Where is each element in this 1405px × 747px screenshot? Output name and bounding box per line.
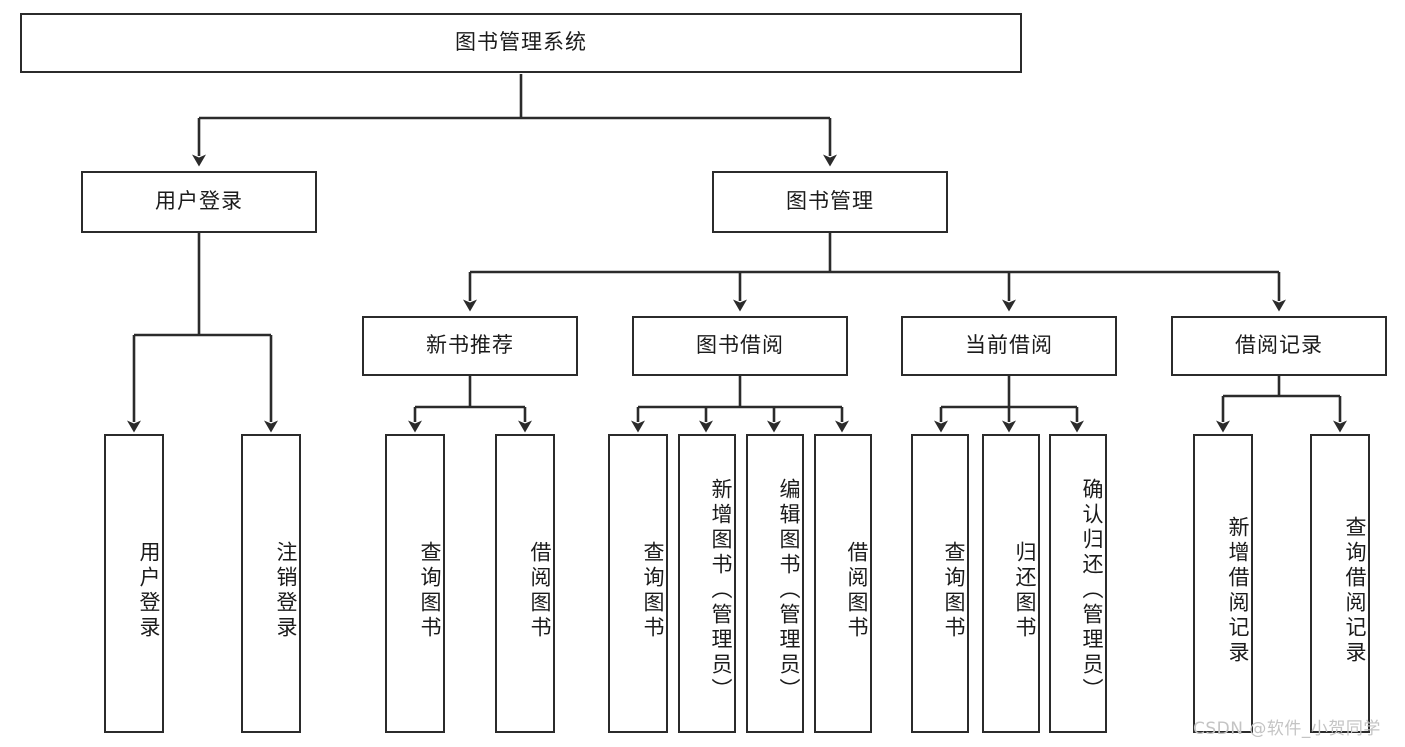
node-leaf-nbr-query-book[interactable]: 查询图书: [385, 434, 445, 733]
node-leaf-bb-borrow-book[interactable]: 借阅图书: [814, 434, 872, 733]
node-leaf-br-add-record-label: 新增借阅记录: [1226, 515, 1250, 666]
csdn-watermark: CSDN @软件_小贺同学: [1193, 719, 1381, 739]
node-leaf-user-logout[interactable]: 注销登录: [241, 434, 301, 733]
node-current-borrow[interactable]: 当前借阅: [901, 316, 1117, 376]
node-leaf-cb-query-book-label: 查询图书: [942, 540, 966, 641]
node-leaf-br-query-record-label: 查询借阅记录: [1343, 515, 1367, 666]
node-leaf-user-login-label: 用户登录: [137, 540, 161, 641]
node-leaf-cb-return-book[interactable]: 归还图书: [982, 434, 1040, 733]
node-leaf-cb-confirm-return-label: 确认归还（管理员）: [1080, 478, 1104, 703]
node-leaf-cb-return-book-label: 归还图书: [1013, 540, 1037, 641]
node-leaf-bb-query-book[interactable]: 查询图书: [608, 434, 668, 733]
node-book-borrow-label: 图书借阅: [696, 333, 784, 358]
node-user-login-label: 用户登录: [155, 189, 243, 214]
node-book-borrow[interactable]: 图书借阅: [632, 316, 848, 376]
node-new-book-rec[interactable]: 新书推荐: [362, 316, 578, 376]
node-leaf-cb-confirm-return[interactable]: 确认归还（管理员）: [1049, 434, 1107, 733]
node-user-login[interactable]: 用户登录: [81, 171, 317, 233]
node-borrow-record[interactable]: 借阅记录: [1171, 316, 1387, 376]
node-root[interactable]: 图书管理系统: [20, 13, 1022, 73]
node-leaf-bb-edit-book[interactable]: 编辑图书（管理员）: [746, 434, 804, 733]
node-leaf-bb-add-book-label: 新增图书（管理员）: [709, 478, 733, 703]
node-leaf-cb-query-book[interactable]: 查询图书: [911, 434, 969, 733]
node-book-manage[interactable]: 图书管理: [712, 171, 948, 233]
node-root-label: 图书管理系统: [455, 30, 587, 55]
node-leaf-nbr-query-book-label: 查询图书: [418, 540, 442, 641]
node-leaf-user-logout-label: 注销登录: [274, 540, 298, 641]
node-new-book-rec-label: 新书推荐: [426, 333, 514, 358]
node-leaf-br-add-record[interactable]: 新增借阅记录: [1193, 434, 1253, 733]
node-book-manage-label: 图书管理: [786, 189, 874, 214]
node-leaf-bb-edit-book-label: 编辑图书（管理员）: [777, 478, 801, 703]
node-current-borrow-label: 当前借阅: [965, 333, 1053, 358]
node-leaf-br-query-record[interactable]: 查询借阅记录: [1310, 434, 1370, 733]
node-leaf-user-login[interactable]: 用户登录: [104, 434, 164, 733]
node-leaf-bb-add-book[interactable]: 新增图书（管理员）: [678, 434, 736, 733]
node-leaf-nbr-borrow-book-label: 借阅图书: [528, 540, 552, 641]
node-borrow-record-label: 借阅记录: [1235, 333, 1323, 358]
node-leaf-bb-query-book-label: 查询图书: [641, 540, 665, 641]
node-leaf-bb-borrow-book-label: 借阅图书: [845, 540, 869, 641]
node-leaf-nbr-borrow-book[interactable]: 借阅图书: [495, 434, 555, 733]
